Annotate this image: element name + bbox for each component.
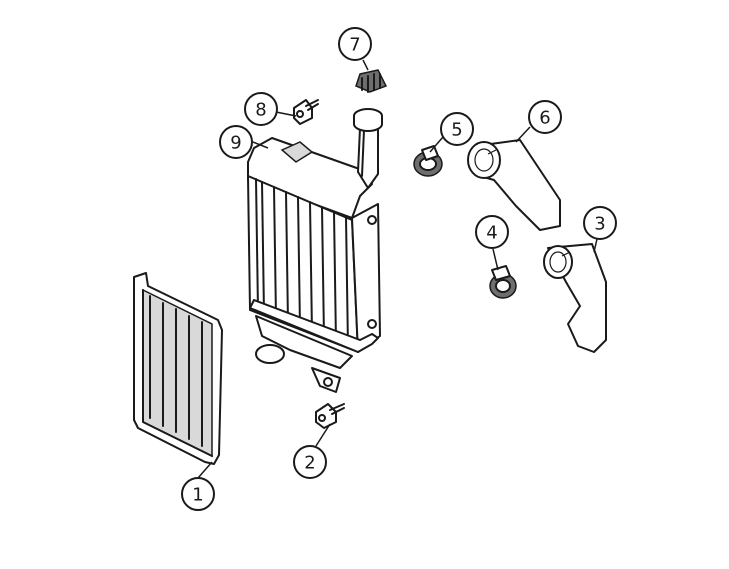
callout-2: 2 bbox=[293, 445, 327, 479]
callout-5: 5 bbox=[440, 112, 474, 146]
bolt-part-8 bbox=[293, 99, 319, 125]
callout-label-9: 9 bbox=[230, 133, 241, 154]
callout-7: 7 bbox=[338, 27, 372, 61]
filler-cap-part bbox=[353, 69, 388, 132]
callout-label-1: 1 bbox=[192, 485, 203, 506]
callout-4: 4 bbox=[475, 215, 509, 249]
leader-lines bbox=[197, 59, 598, 479]
hose-clamp-part-5 bbox=[413, 145, 443, 177]
radiator-part bbox=[247, 127, 381, 393]
callout-label-4: 4 bbox=[486, 223, 497, 244]
callout-9: 9 bbox=[219, 125, 253, 159]
callout-label-5: 5 bbox=[451, 120, 462, 141]
callout-8: 8 bbox=[244, 92, 278, 126]
callout-label-3: 3 bbox=[594, 214, 605, 235]
callout-label-8: 8 bbox=[255, 100, 266, 121]
radiator-guard-part bbox=[133, 272, 223, 465]
callout-1: 1 bbox=[181, 477, 215, 511]
hose-clamp-part-4 bbox=[489, 265, 517, 299]
callout-3: 3 bbox=[583, 206, 617, 240]
callout-label-6: 6 bbox=[539, 108, 550, 129]
callout-label-2: 2 bbox=[304, 453, 315, 474]
callout-label-7: 7 bbox=[349, 35, 360, 56]
bolt-part-2 bbox=[315, 403, 345, 429]
upper-hose-part bbox=[467, 139, 561, 231]
callout-6: 6 bbox=[528, 100, 562, 134]
lower-hose-part bbox=[543, 243, 607, 353]
